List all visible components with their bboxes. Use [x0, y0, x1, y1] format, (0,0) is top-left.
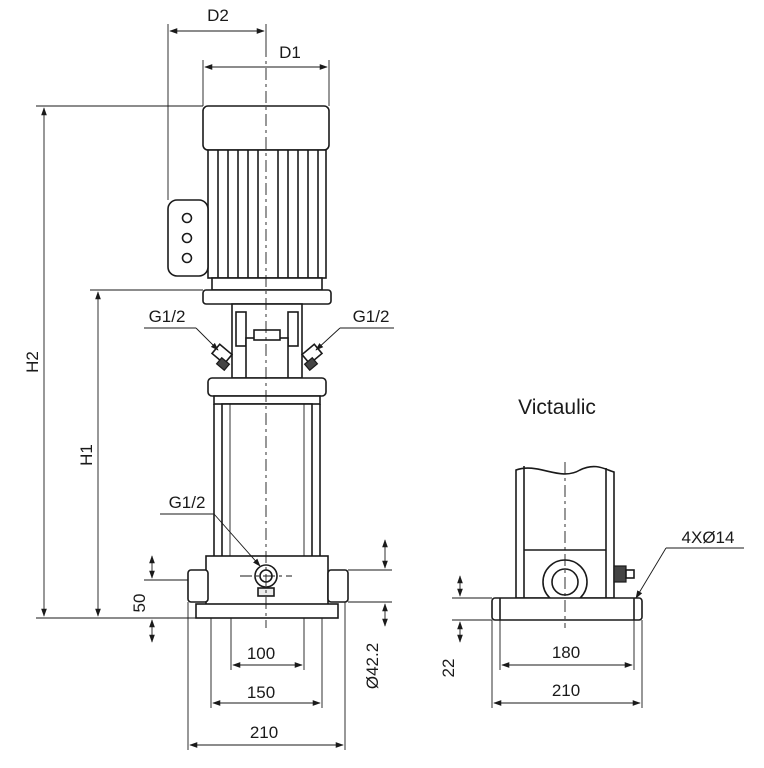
- dim-label-d1: D1: [279, 43, 301, 62]
- base-foot: [195, 603, 339, 619]
- dim-label-h1: H1: [77, 444, 96, 466]
- terminal-screw-icon: [181, 252, 193, 264]
- leader-g-bottom: [213, 513, 261, 567]
- leader-g-right: [315, 327, 341, 351]
- motor-flange-top: [211, 277, 323, 291]
- callout-g-right: G1/2: [353, 307, 390, 326]
- leader-holes: [635, 547, 667, 599]
- dim-label-100: 100: [247, 644, 275, 663]
- callout-g-bottom: G1/2: [169, 493, 206, 512]
- pump-main-view: D2 D1 H2 H1 50 100 150 210: [23, 6, 394, 750]
- pump-head-collar: [213, 395, 321, 405]
- vent-plug-right: [300, 343, 324, 372]
- dim-label-h2: H2: [23, 351, 42, 373]
- pump-sleeve: [221, 403, 313, 565]
- terminal-screw-icon: [181, 232, 193, 244]
- victaulic-base: [491, 597, 643, 621]
- dim-label-210: 210: [250, 723, 278, 742]
- motor-flange: [202, 289, 332, 305]
- dim-label-22: 22: [439, 659, 458, 678]
- coupling-window: [245, 337, 289, 379]
- vent-plug-left: [210, 343, 234, 372]
- dim-label-phi: Ø42.2: [363, 643, 382, 689]
- victaulic-plug-cap: [625, 569, 635, 579]
- lantern-rib-right: [287, 311, 299, 347]
- dim-label-180: 180: [552, 643, 580, 662]
- coupling: [253, 329, 281, 341]
- dim-label-150: 150: [247, 683, 275, 702]
- dim-label-d2: D2: [207, 6, 229, 25]
- victaulic-title: Victaulic: [518, 396, 596, 419]
- pump-head: [207, 377, 327, 397]
- inlet-port: [187, 569, 209, 603]
- victaulic-side-plug: [613, 565, 627, 583]
- leader-g-left: [195, 327, 219, 351]
- terminal-screw-icon: [181, 212, 193, 224]
- lantern-rib-left: [235, 311, 247, 347]
- motor-fins: [217, 150, 319, 278]
- outlet-port: [327, 569, 349, 603]
- dim-label-50: 50: [130, 594, 149, 613]
- callout-holes: 4XØ14: [682, 528, 735, 547]
- dim-label-victaulic-210: 210: [552, 681, 580, 700]
- victaulic-view: Victaulic 4XØ14 22 180 2: [439, 396, 744, 708]
- callout-g-left: G1/2: [149, 307, 186, 326]
